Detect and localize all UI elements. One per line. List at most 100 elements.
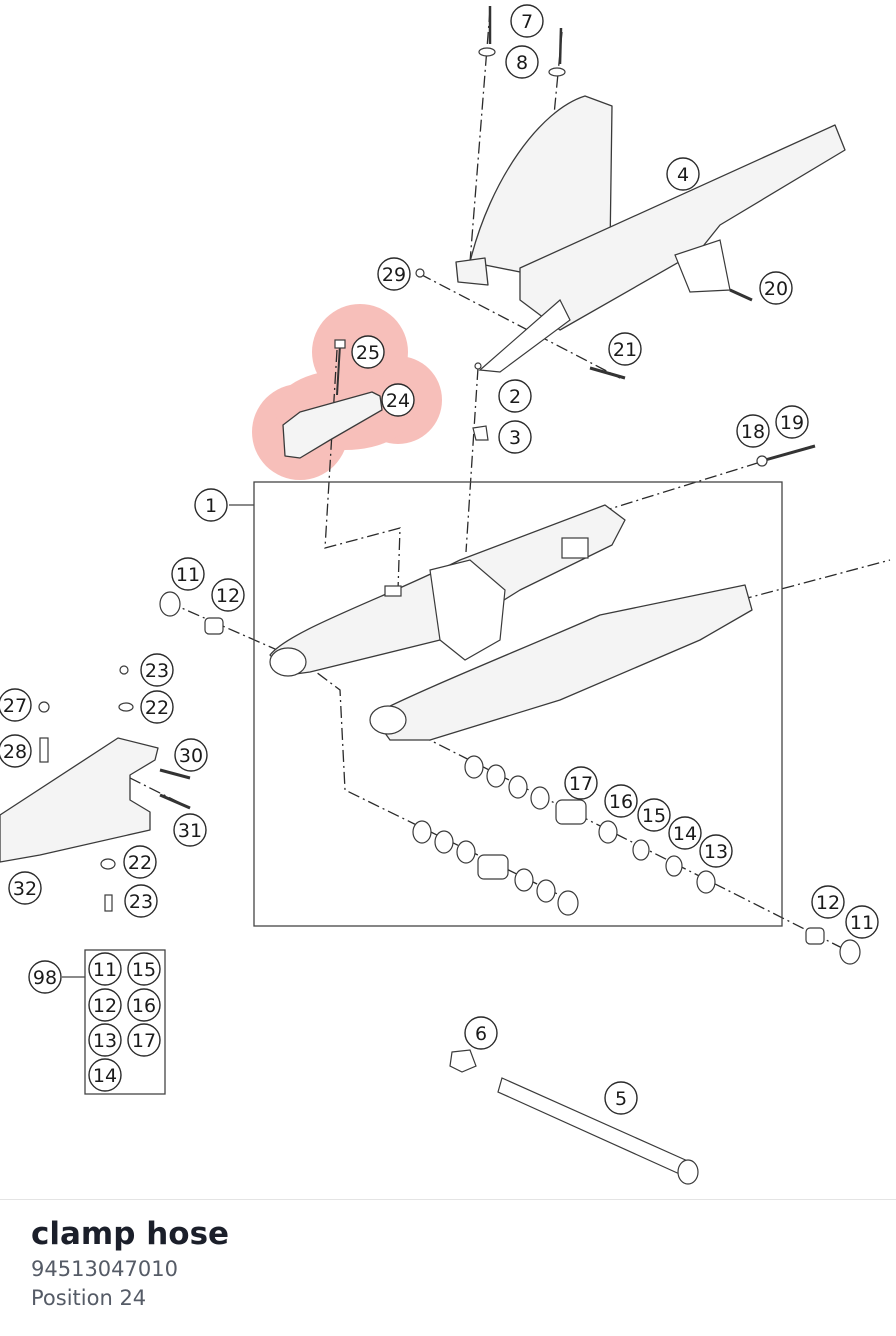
callout-number: 31 — [178, 820, 202, 842]
callout-14[interactable]: 14 — [668, 816, 702, 850]
callout-circle[interactable] — [140, 690, 174, 724]
callout-22a[interactable]: 22 — [140, 690, 174, 724]
callout-circle[interactable] — [759, 271, 793, 305]
selected-part-highlight — [252, 304, 442, 480]
callout-number: 27 — [3, 695, 27, 717]
callout-circle[interactable] — [88, 1058, 122, 1092]
callout-circle[interactable] — [811, 885, 845, 919]
callout-19[interactable]: 19 — [775, 405, 809, 439]
callout-k13[interactable]: 13 — [88, 1023, 122, 1057]
callout-22b[interactable]: 22 — [123, 845, 157, 879]
callout-circle[interactable] — [88, 988, 122, 1022]
callout-18[interactable]: 18 — [736, 414, 770, 448]
callout-31[interactable]: 31 — [173, 813, 207, 847]
callout-number: 14 — [93, 1065, 117, 1087]
callout-k17[interactable]: 17 — [127, 1023, 161, 1057]
callout-23a[interactable]: 23 — [140, 653, 174, 687]
callout-circle[interactable] — [0, 688, 32, 722]
callout-circle[interactable] — [88, 952, 122, 986]
callout-number: 17 — [569, 773, 593, 795]
callout-number: 14 — [673, 823, 697, 845]
clamp-hose-part-24 — [282, 339, 383, 459]
callout-circle[interactable] — [377, 257, 411, 291]
callout-circle[interactable] — [775, 405, 809, 439]
callout-11a[interactable]: 11 — [171, 557, 205, 591]
callout-number: 2 — [509, 386, 521, 408]
callout-number: 23 — [129, 891, 153, 913]
callout-k12[interactable]: 12 — [88, 988, 122, 1022]
callout-circle[interactable] — [0, 734, 32, 768]
callout-circle[interactable] — [211, 578, 245, 612]
callout-circle[interactable] — [124, 884, 158, 918]
callout-circle[interactable] — [28, 960, 62, 994]
callout-11b[interactable]: 11 — [845, 905, 879, 939]
callout-circle[interactable] — [608, 332, 642, 366]
callout-circle[interactable] — [194, 488, 228, 522]
callout-circle[interactable] — [171, 557, 205, 591]
callout-circle[interactable] — [845, 905, 879, 939]
callout-circle[interactable] — [464, 1016, 498, 1050]
callout-k11[interactable]: 11 — [88, 952, 122, 986]
callout-29[interactable]: 29 — [377, 257, 411, 291]
callout-circle[interactable] — [127, 952, 161, 986]
callout-circle[interactable] — [637, 798, 671, 832]
callout-16[interactable]: 16 — [604, 784, 638, 818]
callout-circle[interactable] — [510, 4, 544, 38]
callout-circle[interactable] — [173, 813, 207, 847]
callout-circle[interactable] — [666, 157, 700, 191]
callout-number: 23 — [145, 660, 169, 682]
callout-8[interactable]: 8 — [505, 45, 539, 79]
callout-circle[interactable] — [498, 379, 532, 413]
callout-32[interactable]: 32 — [8, 871, 42, 905]
callout-4[interactable]: 4 — [666, 157, 700, 191]
callout-circle[interactable] — [381, 383, 415, 417]
callout-24[interactable]: 24 — [381, 383, 415, 417]
callout-circle[interactable] — [140, 653, 174, 687]
callout-number: 5 — [615, 1088, 627, 1110]
callout-13[interactable]: 13 — [699, 834, 733, 868]
bolts — [415, 6, 816, 467]
callout-circle[interactable] — [174, 738, 208, 772]
callout-5[interactable]: 5 — [604, 1081, 638, 1115]
callout-circle[interactable] — [127, 988, 161, 1022]
callout-circle[interactable] — [8, 871, 42, 905]
callout-25[interactable]: 25 — [351, 335, 385, 369]
callout-17[interactable]: 17 — [564, 766, 598, 800]
callout-27[interactable]: 27 — [0, 688, 32, 722]
callout-12a[interactable]: 12 — [211, 578, 245, 612]
callout-21[interactable]: 21 — [608, 332, 642, 366]
callout-k14[interactable]: 14 — [88, 1058, 122, 1092]
callout-circle[interactable] — [498, 420, 532, 454]
callout-6[interactable]: 6 — [464, 1016, 498, 1050]
callout-circle[interactable] — [127, 1023, 161, 1057]
callout-circle[interactable] — [604, 784, 638, 818]
callout-12b[interactable]: 12 — [811, 885, 845, 919]
callout-1[interactable]: 1 — [194, 488, 228, 522]
callout-2[interactable]: 2 — [498, 379, 532, 413]
callout-circle[interactable] — [505, 45, 539, 79]
callout-circle[interactable] — [736, 414, 770, 448]
callout-circle[interactable] — [604, 1081, 638, 1115]
callout-15[interactable]: 15 — [637, 798, 671, 832]
callout-28[interactable]: 28 — [0, 734, 32, 768]
callout-number: 18 — [741, 421, 765, 443]
callout-number: 15 — [132, 959, 156, 981]
callout-98[interactable]: 98 — [28, 960, 62, 994]
callout-circle[interactable] — [88, 1023, 122, 1057]
callout-circle[interactable] — [668, 816, 702, 850]
callout-circle[interactable] — [564, 766, 598, 800]
callout-k16[interactable]: 16 — [127, 988, 161, 1022]
callout-20[interactable]: 20 — [759, 271, 793, 305]
callout-k15[interactable]: 15 — [127, 952, 161, 986]
callout-7[interactable]: 7 — [510, 4, 544, 38]
bearings-and-spacers — [159, 591, 861, 965]
callout-30[interactable]: 30 — [174, 738, 208, 772]
callout-circle[interactable] — [123, 845, 157, 879]
callout-circle[interactable] — [699, 834, 733, 868]
callout-23b[interactable]: 23 — [124, 884, 158, 918]
callout-number: 15 — [642, 805, 666, 827]
callout-number: 4 — [677, 164, 689, 186]
callout-number: 22 — [145, 697, 169, 719]
callout-3[interactable]: 3 — [498, 420, 532, 454]
callout-circle[interactable] — [351, 335, 385, 369]
